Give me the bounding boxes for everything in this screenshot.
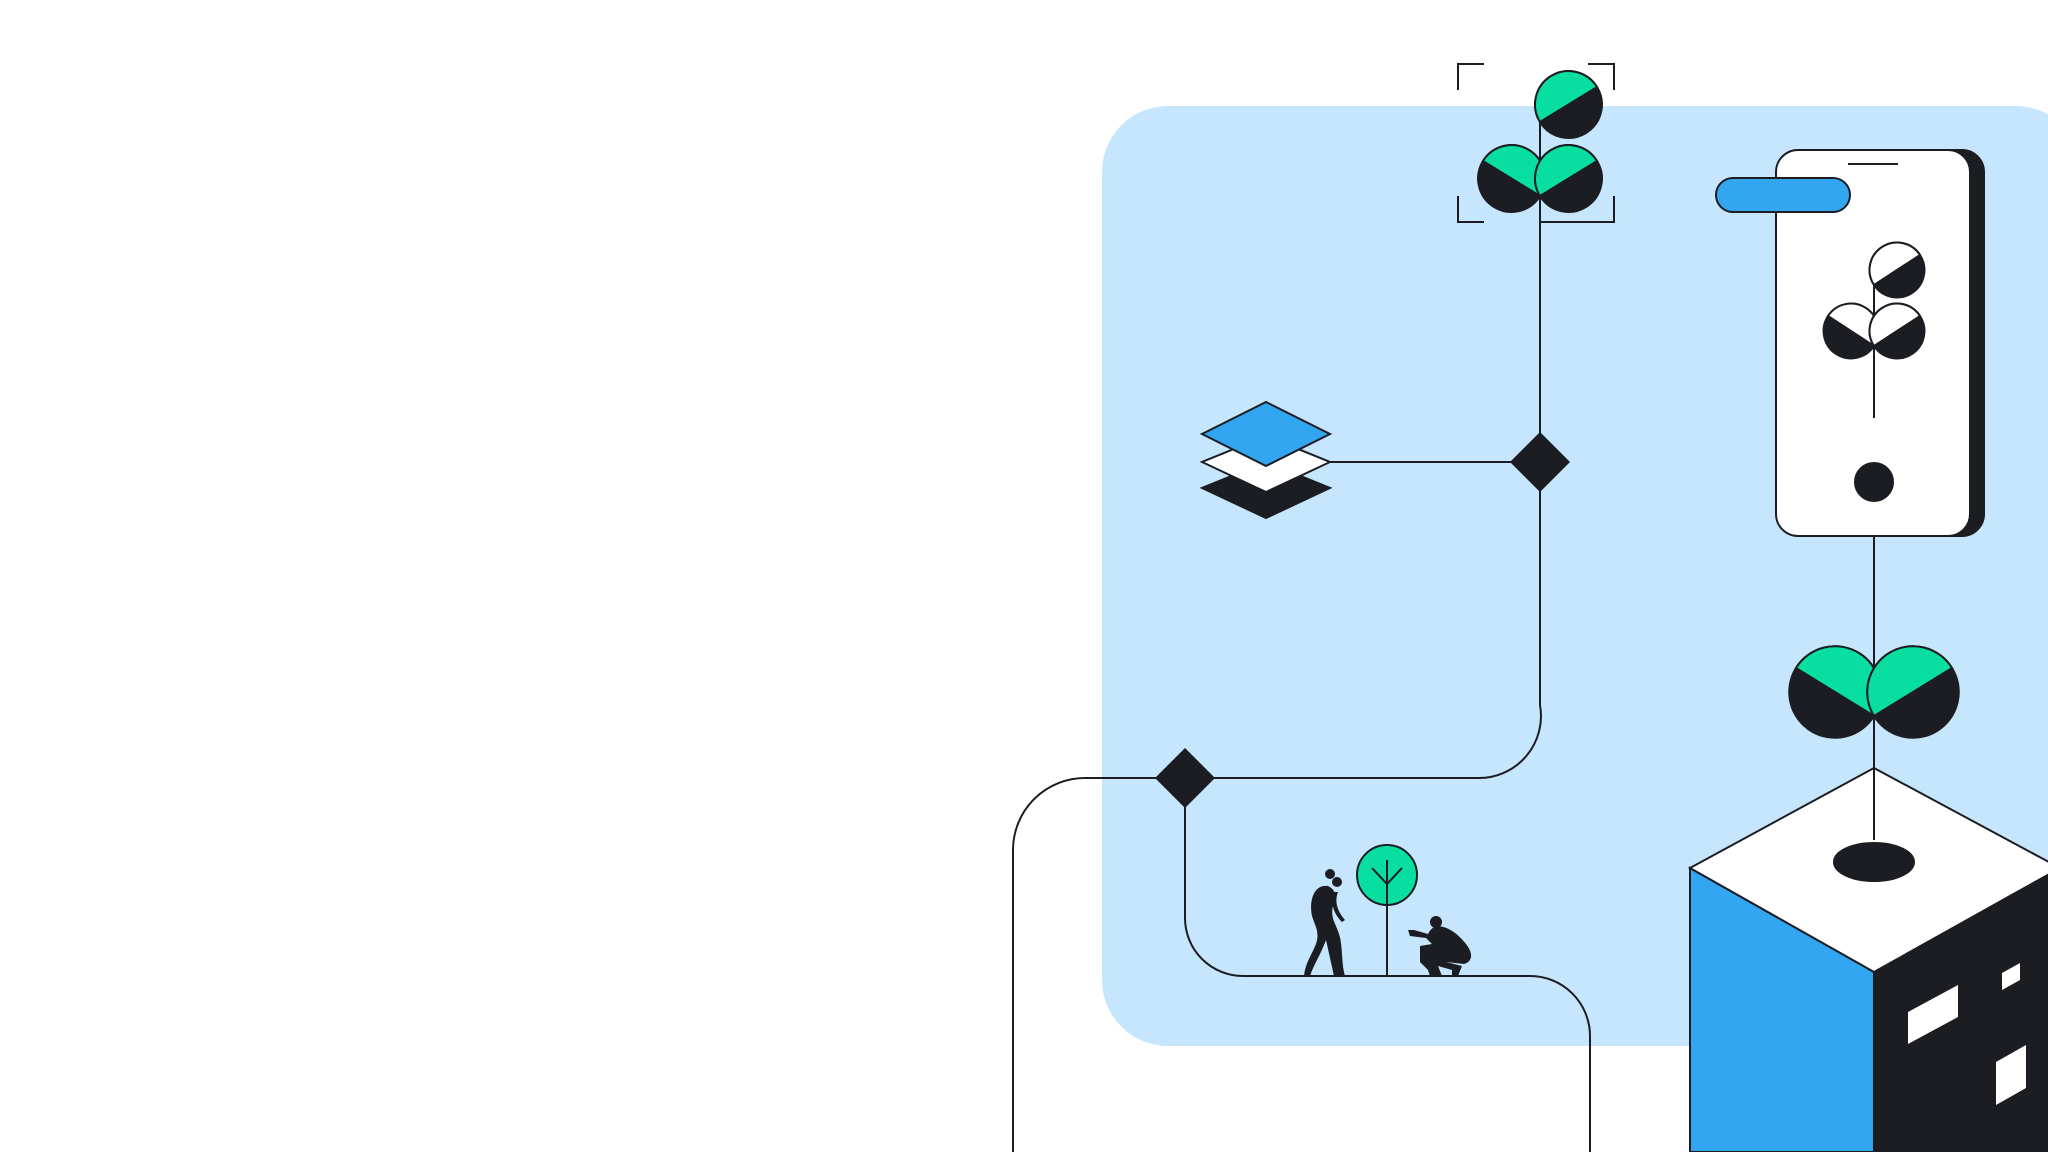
building-window bbox=[1996, 1045, 2026, 1105]
planting-hole bbox=[1833, 842, 1915, 882]
diamond-node-icon bbox=[1155, 748, 1215, 808]
stem-line-top bbox=[1186, 120, 1542, 780]
building-window bbox=[1908, 985, 1958, 1044]
tree-icon bbox=[1356, 844, 1418, 976]
person-icon bbox=[1304, 869, 1345, 976]
layers-icon bbox=[1199, 400, 1333, 520]
person-icon bbox=[1408, 916, 1472, 976]
toggle-pill-icon bbox=[1715, 177, 1851, 213]
phone-icon bbox=[1775, 149, 1985, 537]
sprout-icon bbox=[1477, 70, 1603, 213]
building-icon bbox=[1687, 766, 2048, 1152]
sprout-icon bbox=[1788, 645, 1960, 739]
phone-home-button bbox=[1854, 462, 1894, 502]
diamond-node-icon bbox=[1510, 432, 1570, 492]
building-window bbox=[2002, 963, 2020, 990]
focus-frame-icon bbox=[1457, 63, 1615, 223]
branch-line-left-drop bbox=[1012, 777, 1186, 1152]
